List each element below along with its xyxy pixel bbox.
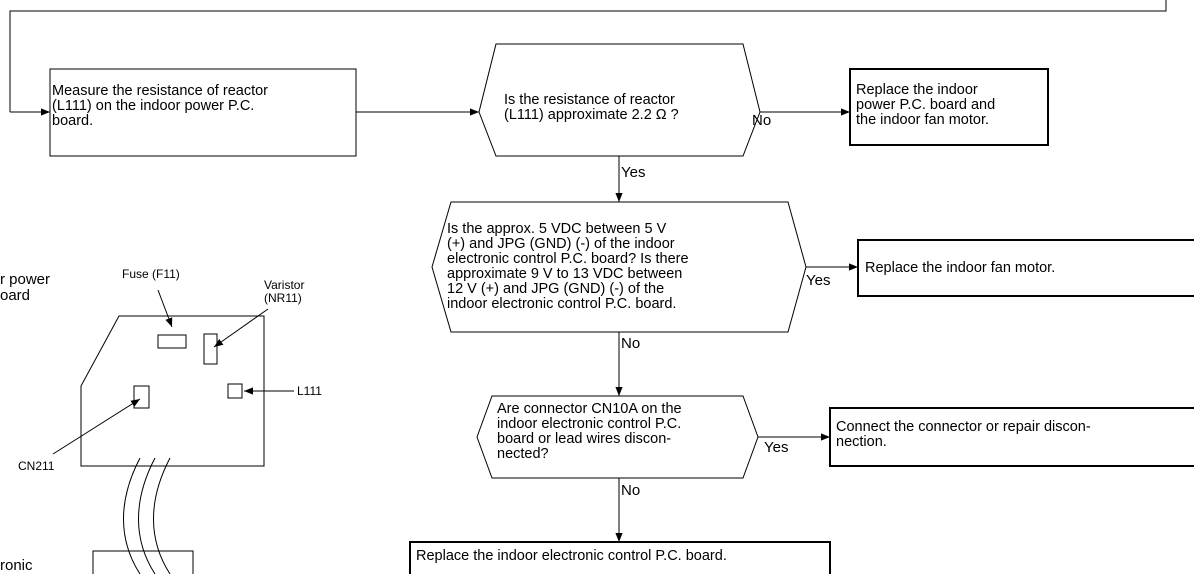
label-no-reactor: No bbox=[752, 112, 772, 129]
board-title-fragment: r power oard bbox=[0, 271, 51, 304]
decision-reactor-text: Is the resistance of reactor (L111) appr… bbox=[504, 92, 679, 123]
label-yes-connector: Yes bbox=[764, 439, 789, 456]
pc-board-outline bbox=[80, 315, 265, 467]
decision-voltage-text: Is the approx. 5 VDC between 5 V (+) and… bbox=[447, 221, 689, 312]
decision-connector-text: Are connector CN10A on the indoor electr… bbox=[497, 401, 682, 462]
fuse-label: Fuse (F11) bbox=[122, 267, 180, 281]
fuse-leader bbox=[157, 289, 173, 328]
measure-box-text: Measure the resistance of reactor (L111)… bbox=[52, 83, 268, 129]
cn211-component bbox=[133, 385, 150, 409]
fuse-component bbox=[157, 334, 187, 349]
replace-power-board-shape bbox=[849, 68, 1049, 146]
varistor-label: Varistor (NR11) bbox=[264, 278, 305, 305]
cn211-label: CN211 bbox=[18, 459, 55, 473]
replace-control-board-text: Replace the indoor electronic control P.… bbox=[416, 548, 727, 564]
lower-board-outline bbox=[92, 550, 194, 574]
replace-fan-motor-shape bbox=[857, 239, 1194, 297]
return-loop-line bbox=[9, 0, 1167, 112]
connect-connector-shape bbox=[829, 407, 1194, 467]
label-no-voltage: No bbox=[621, 335, 641, 352]
replace-control-board-shape bbox=[409, 541, 831, 574]
cn211-leader bbox=[52, 398, 141, 455]
replace-power-board-text: Replace the indoor power P.C. board and … bbox=[856, 82, 996, 128]
varistor-leader bbox=[213, 308, 269, 348]
wire-1 bbox=[123, 457, 141, 574]
wire-3 bbox=[153, 457, 171, 574]
wire-2 bbox=[138, 457, 156, 574]
varistor-component bbox=[203, 333, 218, 365]
label-yes-voltage: Yes bbox=[806, 272, 831, 289]
bottom-fragment: ronic bbox=[0, 557, 33, 574]
l111-component bbox=[227, 383, 243, 399]
label-yes-reactor: Yes bbox=[621, 164, 646, 181]
l111-label: L111 bbox=[297, 384, 322, 398]
label-no-connector: No bbox=[621, 482, 641, 499]
connect-connector-text: Connect the connector or repair discon- … bbox=[836, 419, 1091, 450]
replace-fan-motor-text: Replace the indoor fan motor. bbox=[865, 260, 1056, 276]
